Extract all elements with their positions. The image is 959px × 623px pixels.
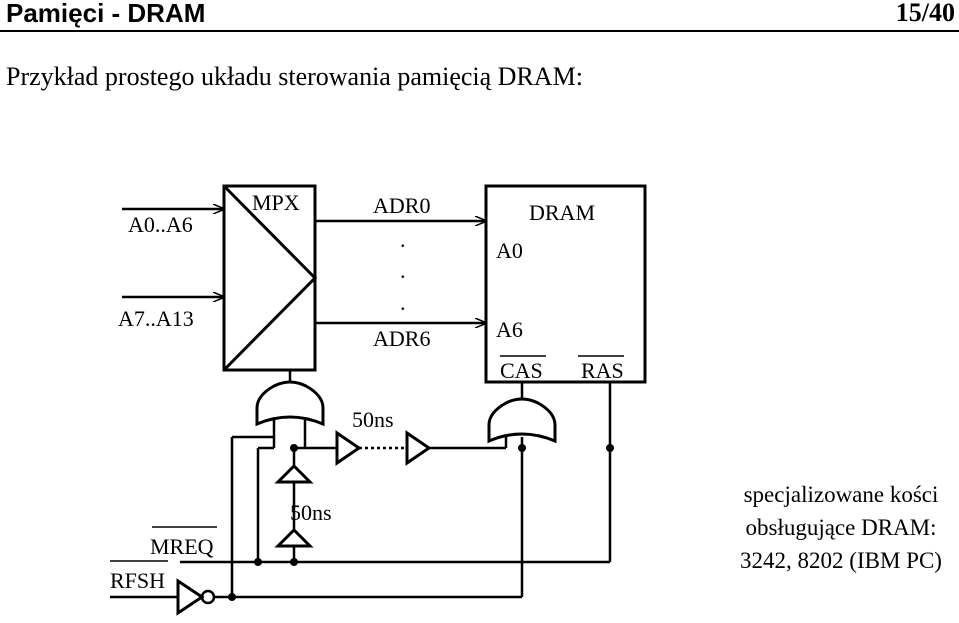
junction-dot: [606, 444, 614, 452]
dram-pin-cas: CAS: [500, 358, 543, 383]
slide-title: Pamięci - DRAM: [6, 0, 206, 28]
junction-dot: [254, 558, 262, 566]
dram-block: [484, 184, 647, 384]
bus-label-adr0: ADR0: [373, 193, 430, 218]
mpx-label: MPX: [252, 190, 300, 215]
mpx-triangle-symbol: [222, 184, 318, 372]
delay-buffer-horizontal-1: [335, 430, 362, 466]
delay-label-top: 50ns: [352, 407, 394, 432]
mpx-select-or-gate: [255, 380, 325, 427]
junction-dot: [290, 558, 298, 566]
junction-dot: [290, 444, 298, 452]
signal-label-mreq: MREQ: [150, 534, 214, 559]
dram-pin-a6: A6: [496, 317, 523, 342]
dram-pin-a0: A0: [496, 238, 523, 263]
bus-dot: .: [400, 227, 406, 252]
bus-dot: .: [400, 258, 406, 283]
slide-subtitle: Przykład prostego układu sterowania pami…: [6, 62, 583, 91]
dram-pin-ras: RAS: [581, 358, 624, 383]
note-line-3: 3242, 8202 (IBM PC): [740, 548, 942, 573]
delay-label-bottom: 50ns: [290, 500, 332, 525]
rfsh-inverter: [176, 578, 205, 616]
delay-buffer-horizontal-2: [405, 430, 432, 466]
cas-or-gate: [487, 397, 557, 444]
input-label-high: A7..A13: [118, 306, 194, 331]
junction-dot: [228, 593, 236, 601]
bus-dot: .: [400, 290, 406, 315]
junction-dot: [518, 444, 526, 452]
dram-title: DRAM: [529, 200, 595, 225]
junction-dots: [228, 444, 614, 601]
header-divider: [0, 30, 959, 32]
signal-label-rfsh: RFSH: [110, 568, 165, 593]
note-line-2: obsługujące DRAM:: [745, 515, 936, 540]
note-line-1: specjalizowane kości: [744, 482, 939, 507]
bus-label-adr6: ADR6: [373, 326, 430, 351]
delay-buffer-triangle-2: [274, 527, 314, 548]
input-label-low: A0..A6: [128, 212, 193, 237]
delay-buffer-triangle-1: [274, 463, 314, 484]
page-number: 15/40: [895, 0, 955, 27]
